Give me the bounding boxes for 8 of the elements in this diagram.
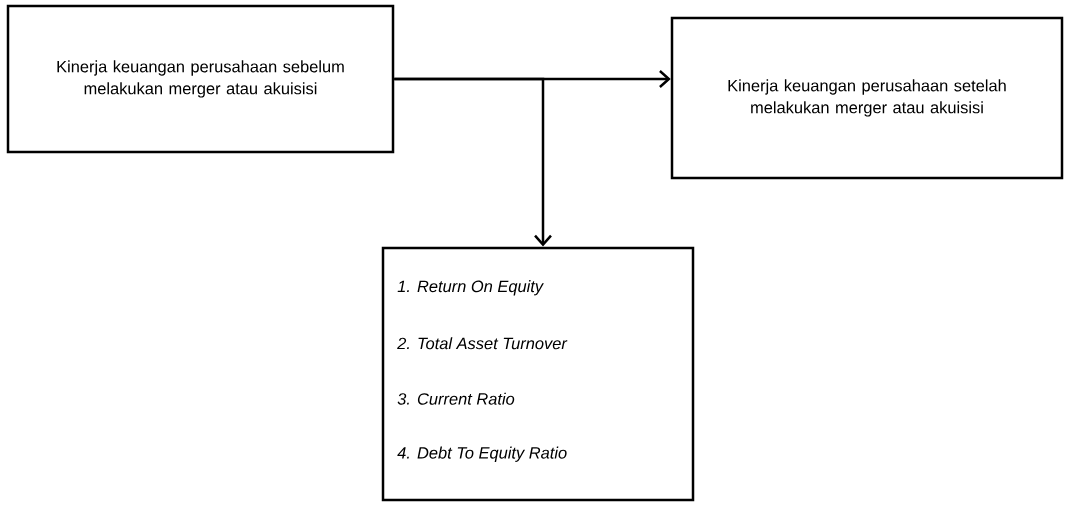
list-item: 4. Debt To Equity Ratio <box>397 446 567 462</box>
arrow <box>394 76 552 247</box>
list-item: 2. Total Asset Turnover <box>397 337 568 350</box>
text-box: Kinerja keuangan perusahaan sebelum melakukan merger atau akuisisi <box>6 4 395 154</box>
list-item: 3. Current Ratio <box>397 392 515 405</box>
text-box: Kinerja keuangan perusahaan setelah melakukan merger atau akuisisi <box>670 16 1064 180</box>
list-box <box>381 246 695 502</box>
list-item: 1. Return On Equity <box>397 280 544 296</box>
